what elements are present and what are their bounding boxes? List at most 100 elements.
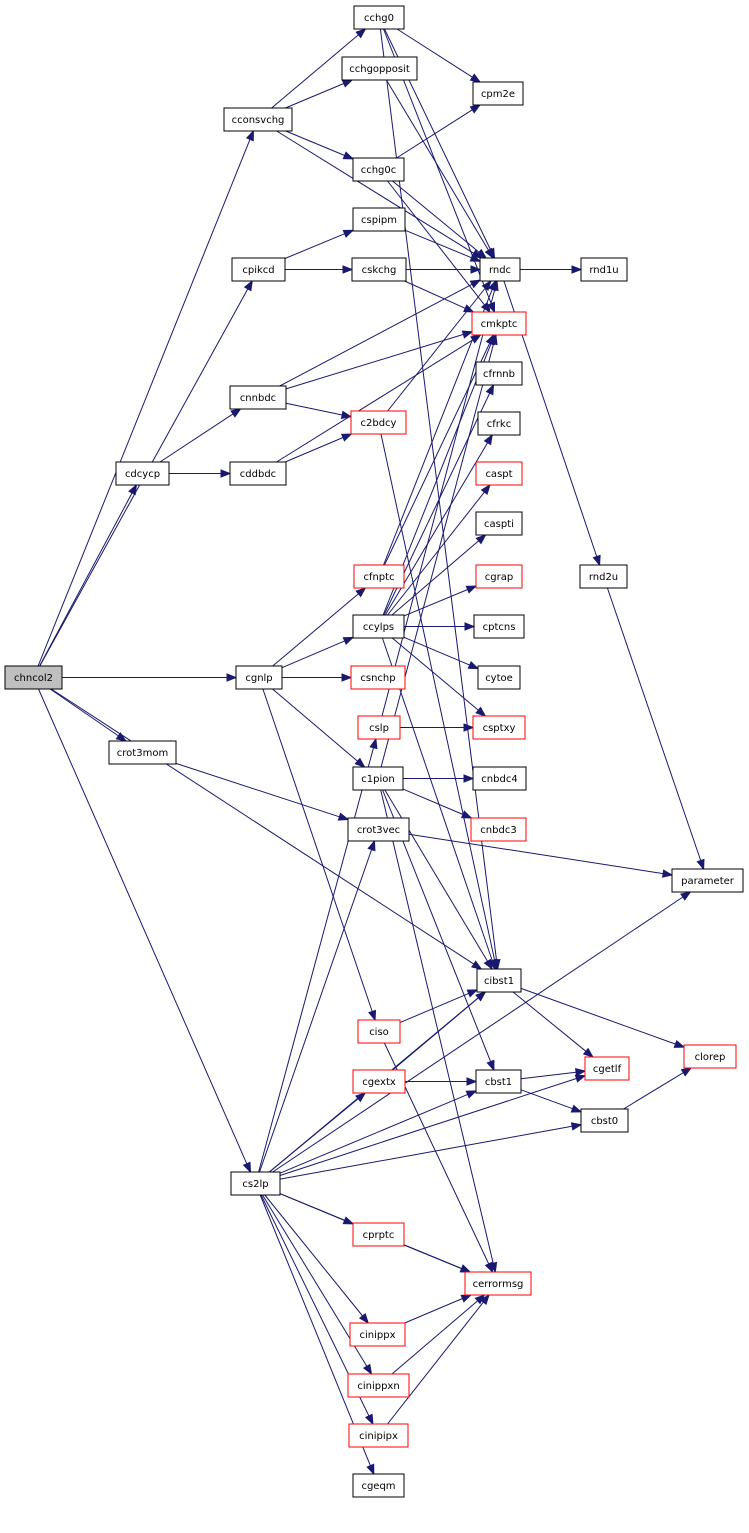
node-label: rnd2u	[589, 572, 618, 583]
node-cgetlf[interactable]: cgetlf	[584, 1056, 630, 1081]
edge-cbst1-to-cbst0	[520, 1089, 583, 1113]
edge-line	[403, 589, 468, 617]
node-label: cmkptc	[481, 319, 518, 330]
node-cnbdc3[interactable]: cnbdc3	[470, 817, 527, 842]
node-cytoe[interactable]: cytoe	[477, 665, 521, 690]
node-box	[472, 766, 527, 791]
node-cslp[interactable]: cslp	[357, 715, 401, 740]
node-crot3vec[interactable]: crot3vec	[347, 817, 410, 842]
node-c1pion[interactable]: c1pion	[352, 766, 404, 791]
edge-ccylps-to-cgrap	[403, 585, 478, 617]
node-cgrap[interactable]: cgrap	[475, 564, 523, 589]
edge-arrowhead	[342, 229, 355, 238]
edge-line	[285, 333, 464, 390]
node-box	[352, 1069, 406, 1094]
node-cchg0[interactable]: cchg0	[353, 5, 405, 30]
edge-cchg0c-to-cpm2e	[396, 104, 482, 159]
edge-cchg0c-to-cmkptc	[387, 180, 491, 314]
edge-chncol2-to-cdcycp	[39, 483, 138, 667]
node-rnd1u[interactable]: rnd1u	[580, 257, 628, 282]
node-cnbdc4[interactable]: cnbdc4	[472, 766, 527, 791]
edge-arrowhead	[461, 330, 474, 339]
node-c2bdcy[interactable]: c2bdcy	[350, 410, 407, 435]
edge-line	[262, 1194, 368, 1367]
edge-arrowhead	[243, 279, 253, 292]
node-cinipipx[interactable]: cinipipx	[348, 1423, 409, 1448]
node-cchg0c[interactable]: cchg0c	[352, 157, 405, 182]
edge-arrowhead	[460, 810, 473, 819]
edge-arrowhead	[463, 774, 475, 783]
node-cgextx[interactable]: cgextx	[352, 1069, 406, 1094]
edge-arrowhead	[459, 1264, 472, 1273]
node-label: cgnlp	[245, 673, 272, 684]
node-label: cchg0	[364, 13, 394, 24]
node-box	[472, 715, 526, 740]
node-cprptc[interactable]: cprptc	[352, 1222, 405, 1247]
node-cerrormsg[interactable]: cerrormsg	[464, 1271, 532, 1296]
edge-arrowhead	[341, 673, 353, 682]
edge-line	[404, 229, 472, 259]
node-cptcns[interactable]: cptcns	[473, 614, 525, 639]
node-box	[349, 1322, 406, 1347]
node-cpikcd[interactable]: cpikcd	[231, 257, 286, 282]
node-cbst0[interactable]: cbst0	[580, 1108, 629, 1133]
edge-cconsvchg-to-rndc	[276, 130, 483, 259]
edge-arrowhead	[480, 301, 491, 314]
node-cconsvchg[interactable]: cconsvchg	[223, 107, 293, 132]
node-box	[347, 817, 410, 842]
node-cnnbdc[interactable]: cnnbdc	[229, 385, 287, 410]
edge-arrowhead	[470, 265, 482, 274]
node-rnd2u[interactable]: rnd2u	[579, 564, 628, 589]
node-cchgopposit[interactable]: cchgopposit	[341, 56, 418, 81]
edge-arrowhead	[220, 469, 232, 478]
edge-arrowhead	[245, 129, 254, 142]
edge-line	[276, 339, 474, 463]
node-box	[475, 511, 523, 536]
edge-arrowhead	[469, 279, 482, 289]
node-crot3mom[interactable]: crot3mom	[108, 740, 177, 765]
node-caspti[interactable]: caspti	[475, 511, 523, 536]
node-chncol2[interactable]: chncol2	[4, 665, 63, 690]
edge-arrowhead	[486, 1059, 495, 1072]
node-cinippxn[interactable]: cinippxn	[347, 1373, 410, 1398]
node-clorep[interactable]: clorep	[683, 1044, 737, 1069]
node-cpm2e[interactable]: cpm2e	[472, 81, 524, 106]
node-cskchg[interactable]: cskchg	[351, 257, 407, 282]
node-cibst1[interactable]: cibst1	[476, 968, 522, 993]
node-cddbdc[interactable]: cddbdc	[229, 461, 287, 486]
node-cbst1[interactable]: cbst1	[475, 1069, 522, 1094]
node-csptxy[interactable]: csptxy	[472, 715, 526, 740]
edge-arrowhead	[484, 247, 494, 260]
edge-cinippxn-to-cerrormsg	[391, 1294, 486, 1375]
node-cmkptc[interactable]: cmkptc	[471, 311, 527, 336]
edge-cibst1-to-clorep	[520, 987, 686, 1048]
edge-arrowhead	[490, 279, 499, 292]
node-label: caspti	[484, 519, 514, 530]
node-cfnptc[interactable]: cfnptc	[353, 564, 405, 589]
node-cspipm[interactable]: cspipm	[352, 207, 406, 232]
node-cinippx[interactable]: cinippx	[349, 1322, 406, 1347]
node-box	[352, 207, 406, 232]
edge-line	[285, 437, 344, 463]
edge-line	[623, 1072, 684, 1110]
node-box	[352, 1222, 405, 1247]
node-cfrkc[interactable]: cfrkc	[477, 411, 521, 436]
node-ciso[interactable]: ciso	[357, 1019, 401, 1044]
edge-cs2lp-to-parameter	[272, 891, 692, 1173]
node-box	[579, 564, 628, 589]
node-box	[348, 1423, 409, 1448]
node-cgeqm[interactable]: cgeqm	[352, 1473, 405, 1498]
edge-cs2lp-to-cbst0	[279, 1122, 583, 1180]
edge-line	[385, 79, 489, 251]
node-cfrnnb[interactable]: cfrnnb	[475, 361, 523, 386]
node-csnchp[interactable]: csnchp	[350, 665, 406, 690]
node-caspt[interactable]: caspt	[475, 461, 523, 486]
node-cgnlp[interactable]: cgnlp	[235, 665, 283, 690]
node-parameter[interactable]: parameter	[671, 868, 744, 893]
node-cdcycp[interactable]: cdcycp	[115, 461, 170, 486]
edge-arrowhead	[355, 28, 367, 39]
node-cs2lp[interactable]: cs2lp	[230, 1171, 281, 1196]
edge-c2bdcy-to-rndc	[387, 279, 492, 412]
node-rndc[interactable]: rndc	[479, 257, 521, 282]
node-ccylps[interactable]: ccylps	[352, 614, 405, 639]
